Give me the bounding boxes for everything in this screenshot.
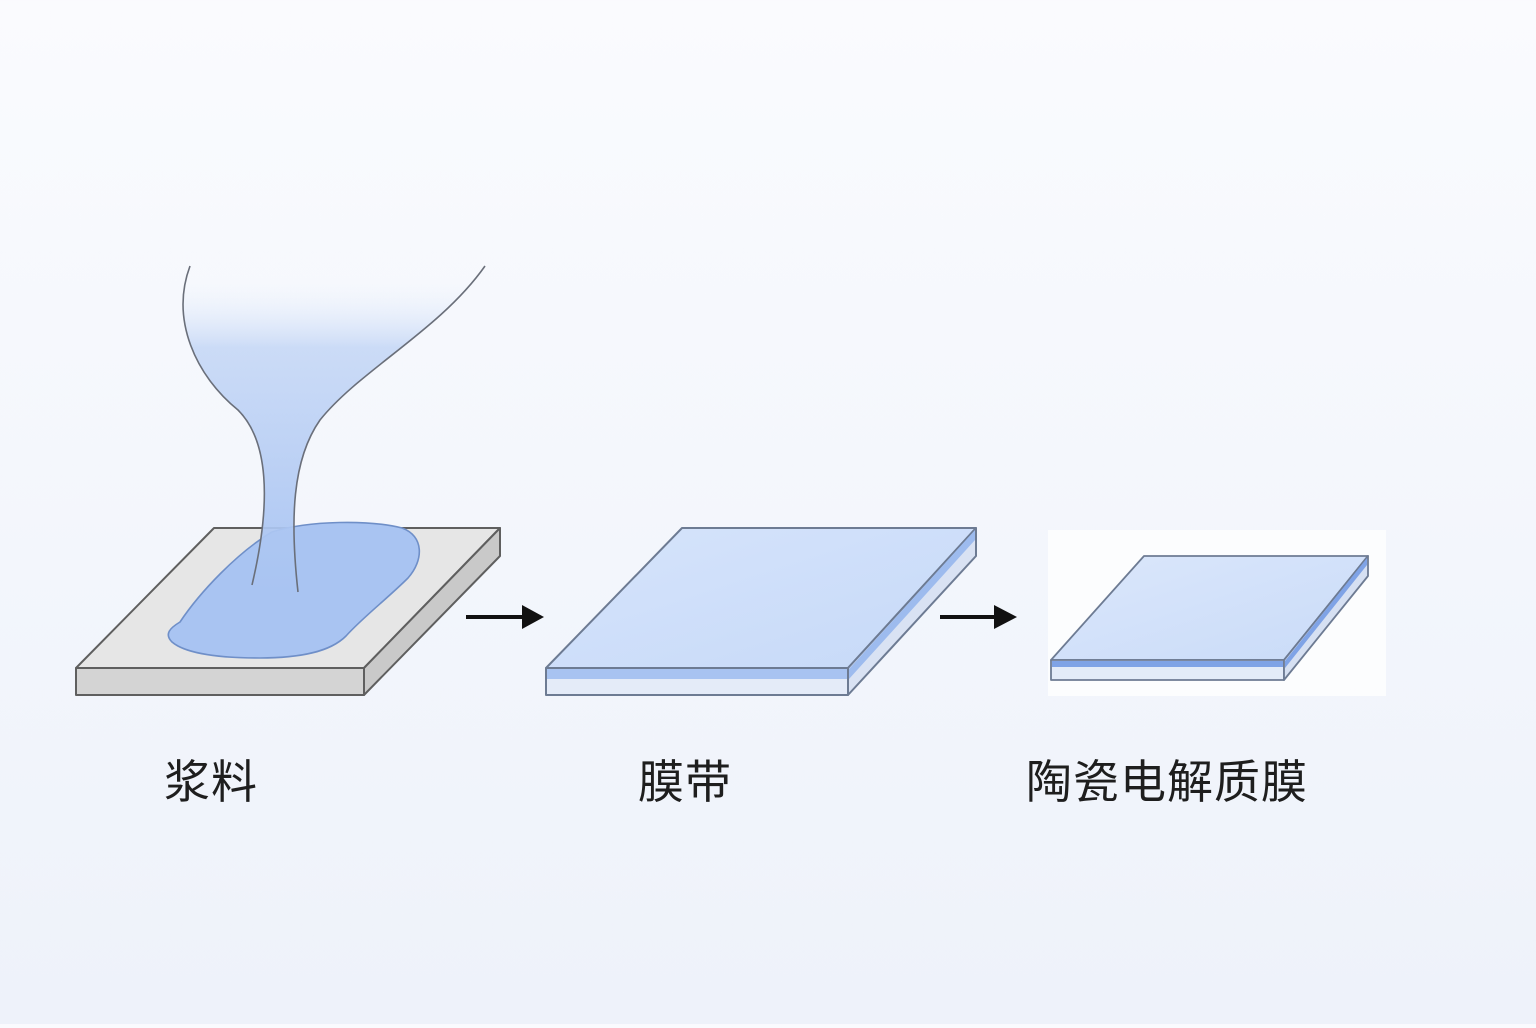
stream-outline-left	[182, 265, 266, 586]
membrane-side-film	[1285, 558, 1367, 668]
substrate-front	[75, 667, 365, 696]
substrate-side	[363, 527, 501, 696]
right-arrow-icon	[466, 605, 544, 629]
tape-film-layer	[547, 669, 847, 679]
slurry-stream	[183, 266, 485, 592]
right-arrow-icon	[940, 605, 1017, 629]
slurry-stage	[75, 265, 501, 696]
membrane-film-layer	[1052, 661, 1283, 667]
slurry-label: 浆料	[164, 755, 258, 809]
membrane-stage	[1048, 530, 1386, 696]
stream-outline-right	[293, 265, 486, 593]
tape-label: 膜带	[638, 755, 732, 809]
tape-stage	[545, 527, 977, 696]
membrane-label: 陶瓷电解质膜	[1026, 755, 1308, 809]
tape-side-film	[849, 530, 975, 679]
